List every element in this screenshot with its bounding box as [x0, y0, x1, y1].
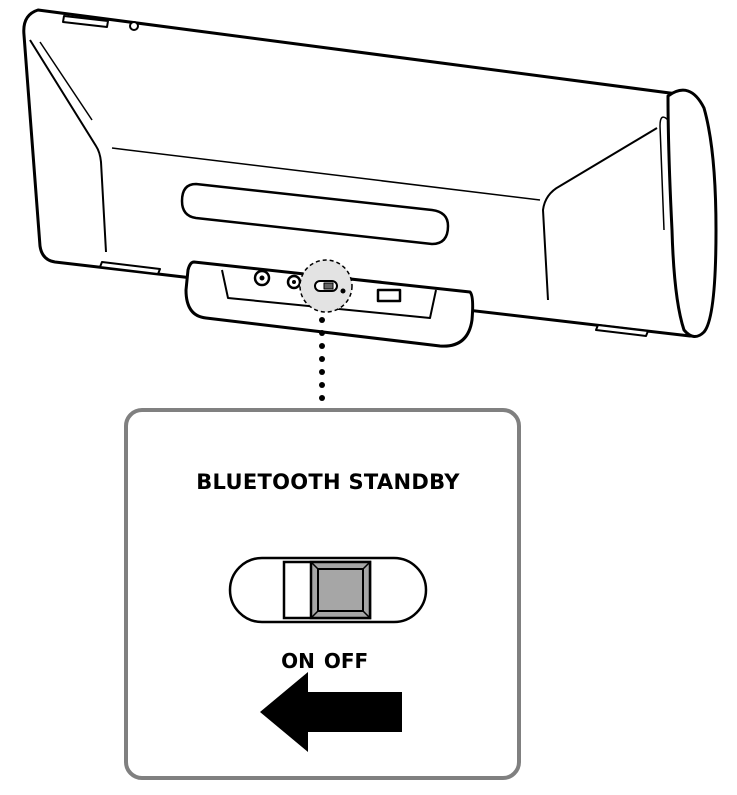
- leader-dot: [319, 317, 325, 323]
- top-control-button: [130, 22, 138, 30]
- leader-dot: [319, 330, 325, 336]
- small-switch-knob: [324, 283, 333, 289]
- leader-dot: [319, 395, 325, 401]
- audio-jack-core: [292, 280, 296, 284]
- leader-dot: [319, 382, 325, 388]
- standby-switch-knob-face: [318, 569, 363, 611]
- leader-dot: [319, 343, 325, 349]
- usb-port-icon: [378, 290, 400, 301]
- leader-dot: [319, 356, 325, 362]
- power-jack-core: [260, 276, 265, 281]
- callout-box: BLUETOOTH STANDBY ON OFF: [126, 410, 519, 778]
- callout-title: BLUETOOTH STANDBY: [196, 470, 460, 494]
- small-indicator-dot: [341, 289, 346, 294]
- switch-label-on: ON: [281, 649, 315, 673]
- speaker-unit: [24, 10, 716, 346]
- leader-dot: [319, 369, 325, 375]
- switch-label-off: OFF: [324, 649, 368, 673]
